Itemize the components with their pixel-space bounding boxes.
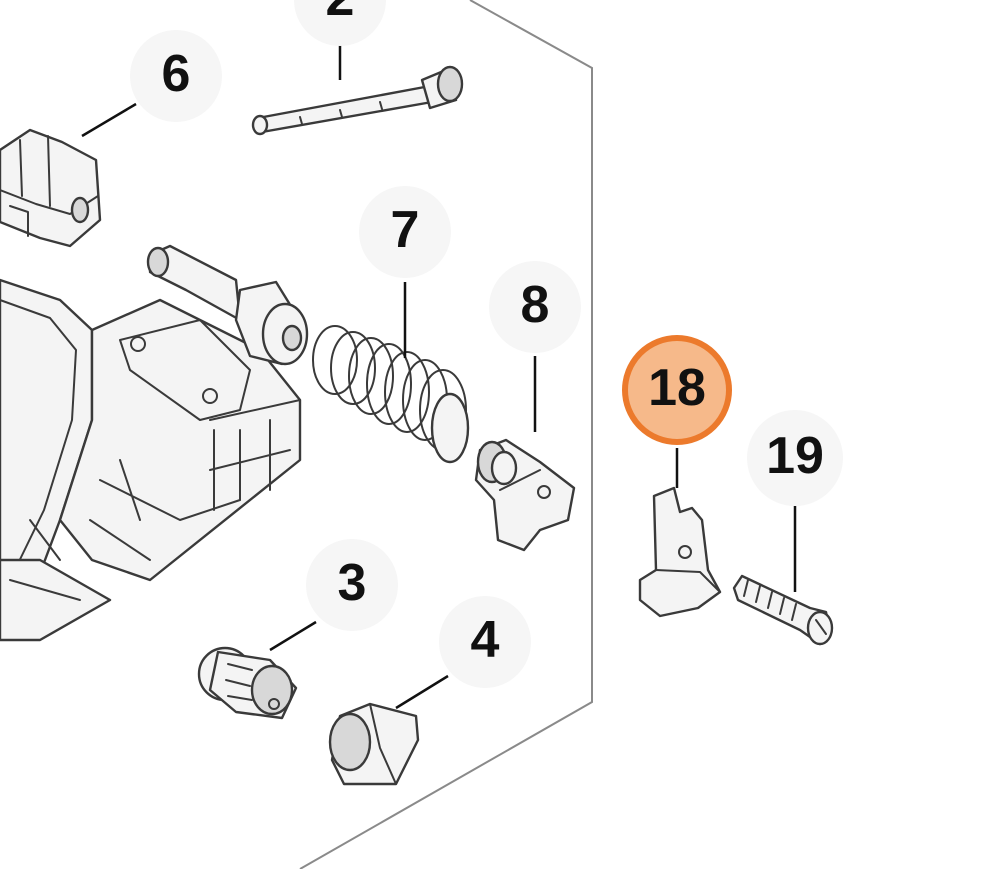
leader-3 (269, 620, 317, 652)
callout-2-label: 2 (326, 0, 355, 27)
callout-7[interactable]: 7 (359, 186, 451, 278)
callout-8-label: 8 (521, 276, 550, 334)
callout-3-label: 3 (338, 554, 367, 612)
part-3-plug (197, 646, 298, 720)
part-6-nut (0, 128, 102, 248)
callout-7-label: 7 (391, 201, 420, 259)
part-7-spring (312, 325, 470, 464)
callout-2[interactable]: 2 (294, 0, 386, 46)
callout-3[interactable]: 3 (306, 539, 398, 631)
callout-18-highlighted[interactable]: 18 (622, 335, 732, 445)
leader-4 (395, 674, 449, 710)
callout-4-label: 4 (471, 611, 500, 669)
part-housing (0, 278, 302, 642)
part-4-cap (328, 702, 420, 786)
part-19-screw (732, 574, 834, 646)
callout-19-label: 19 (766, 427, 824, 485)
callout-6-label: 6 (162, 45, 191, 103)
callout-18-label: 18 (648, 359, 706, 417)
part-18-bracket (638, 486, 722, 618)
leader-lines (81, 36, 797, 710)
callout-19[interactable]: 19 (747, 410, 843, 506)
assembly-frame (299, 0, 593, 869)
part-2-bolt (251, 65, 464, 136)
part-8-knob (474, 438, 576, 552)
callout-8[interactable]: 8 (489, 261, 581, 353)
leader-6 (81, 102, 137, 138)
callout-6[interactable]: 6 (130, 30, 222, 122)
part-adjuster-screw (146, 244, 309, 366)
callout-4[interactable]: 4 (439, 596, 531, 688)
